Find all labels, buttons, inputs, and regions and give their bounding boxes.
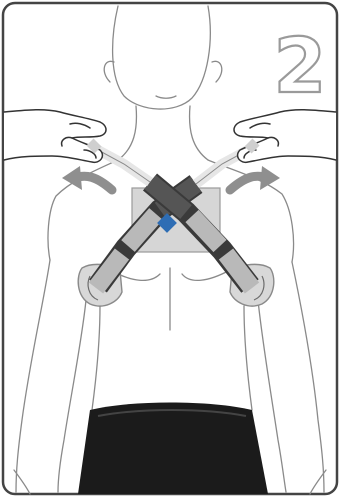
shorts: [78, 403, 268, 495]
left-strap-tip: [90, 142, 98, 150]
step-number: 2: [274, 21, 327, 110]
right-strap-tip: [248, 142, 256, 150]
